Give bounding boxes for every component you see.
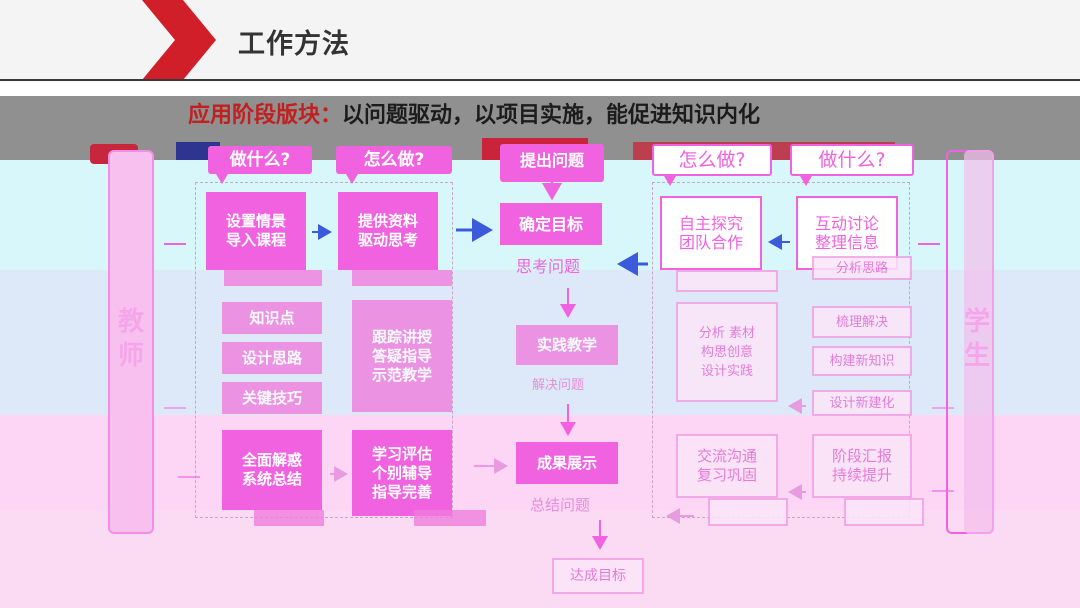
page-title: 工作方法 bbox=[238, 29, 350, 60]
teacher-box-summary: 全面解惑 系统总结 bbox=[222, 430, 322, 510]
student-label: 学生 bbox=[963, 307, 990, 371]
background-band bbox=[0, 510, 1080, 608]
teacher-frame bbox=[195, 182, 453, 518]
pill-tail-icon bbox=[346, 174, 358, 184]
teacher-box-design: 设计思路 bbox=[222, 342, 322, 374]
chevron-logo-icon bbox=[142, 0, 216, 80]
center-box-achieve: 达成目标 bbox=[552, 558, 644, 594]
student-box-explore: 自主探究 团队合作 bbox=[660, 196, 762, 270]
header-divider bbox=[0, 79, 1080, 81]
teacher-box-context: 设置情景 导入课程 bbox=[206, 192, 306, 270]
student-box-create: 分析 素材 构思创意 设计实践 bbox=[676, 302, 778, 402]
teacher-box-knowledge: 知识点 bbox=[222, 302, 322, 334]
subtitle-text: 以问题驱动，以项目实施，能促进知识内化 bbox=[342, 103, 761, 128]
student-box-design: 设计新建化 bbox=[812, 390, 912, 416]
student-question-how: 怎么做? bbox=[652, 144, 772, 176]
pill-tail-icon bbox=[800, 176, 812, 186]
faded-box bbox=[254, 510, 324, 526]
center-pill-question: 提出问题 bbox=[500, 144, 604, 182]
connector-dash bbox=[932, 490, 954, 492]
subtitle-lead: 应用阶段版块： bbox=[188, 103, 343, 128]
connector-dash bbox=[932, 407, 954, 409]
faded-box bbox=[414, 510, 486, 526]
teacher-box-skills: 关键技巧 bbox=[222, 382, 322, 414]
teacher-label: 教师 bbox=[117, 307, 144, 371]
connector-dash bbox=[178, 476, 200, 478]
center-box-practice: 实践教学 bbox=[516, 325, 618, 365]
faded-box bbox=[708, 498, 788, 526]
center-box-goal: 确定目标 bbox=[500, 203, 602, 245]
center-label-solve: 解决问题 bbox=[532, 378, 585, 393]
teacher-box-guidance: 跟踪讲授 答疑指导 示范教学 bbox=[352, 300, 452, 412]
pill-tail-icon bbox=[216, 174, 228, 184]
connector-dash bbox=[164, 243, 186, 245]
connector-dash bbox=[918, 243, 940, 245]
student-question-what: 做什么? bbox=[790, 144, 914, 176]
student-column-fill bbox=[964, 150, 994, 534]
center-box-showcase: 成果展示 bbox=[516, 442, 618, 484]
center-label-summary: 总结问题 bbox=[530, 496, 591, 514]
faded-box bbox=[844, 498, 924, 526]
student-box-communicate: 交流沟通 复习巩固 bbox=[676, 434, 778, 498]
teacher-box-assessment: 学习评估 个别辅导 指导完善 bbox=[352, 430, 452, 516]
teacher-column bbox=[108, 150, 154, 534]
student-box-construct: 构建新知识 bbox=[812, 346, 912, 376]
faded-box bbox=[224, 270, 322, 286]
faded-box bbox=[676, 270, 778, 292]
teacher-question-how: 怎么做? bbox=[336, 146, 452, 174]
student-box-report: 阶段汇报 持续提升 bbox=[812, 434, 912, 498]
teacher-question-what: 做什么? bbox=[208, 146, 312, 174]
pill-tail-icon bbox=[664, 176, 676, 186]
student-box-resolve: 梳理解决 bbox=[812, 306, 912, 338]
faded-box bbox=[352, 270, 452, 286]
section-subtitle: 应用阶段版块：以问题驱动，以项目实施，能促进知识内化 bbox=[188, 97, 760, 129]
center-label-think: 思考问题 bbox=[516, 257, 581, 276]
student-box-analysis: 分析思路 bbox=[812, 256, 912, 280]
teacher-box-materials: 提供资料 驱动思考 bbox=[338, 192, 438, 270]
connector-dash bbox=[164, 407, 186, 409]
